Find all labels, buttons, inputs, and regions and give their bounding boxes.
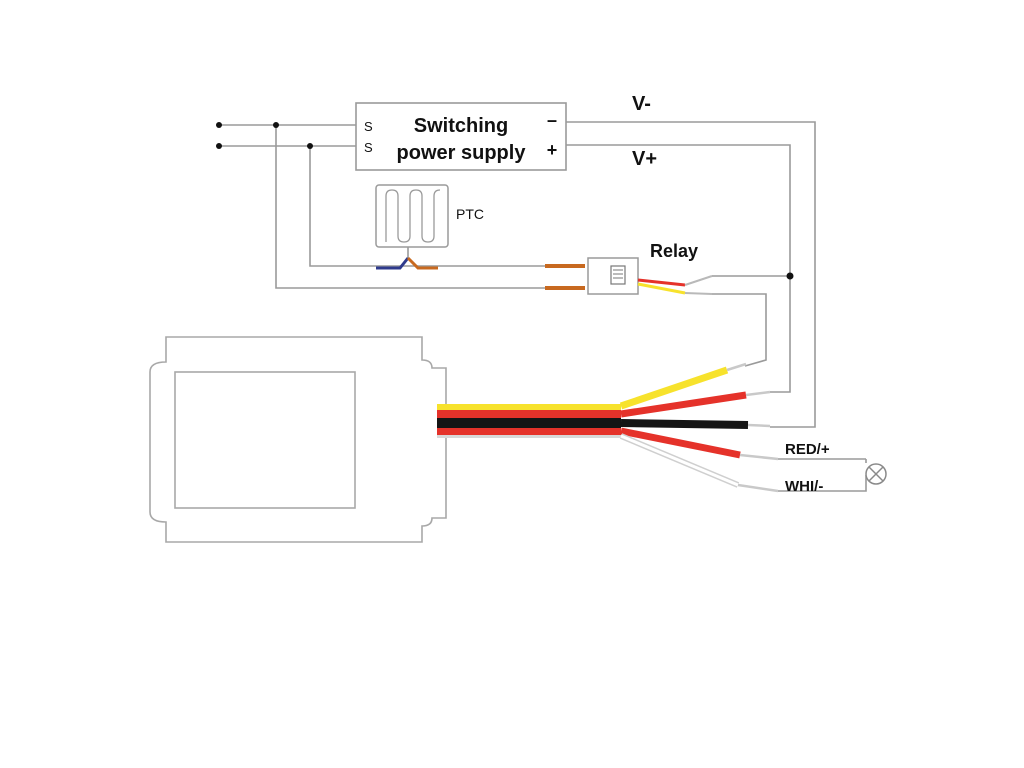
fanned-wires: [619, 362, 779, 493]
minus-terminal: –: [547, 110, 557, 130]
controller-device: [149, 336, 447, 543]
power-supply: S S Switching power supply – +: [355, 102, 567, 171]
ptc-heater-icon: [375, 184, 449, 270]
red-plus-label: RED/+: [785, 441, 830, 458]
relay-coil-icon: [545, 257, 713, 295]
power-supply-title-line2: power supply: [397, 142, 527, 164]
ac-symbol-top: S: [364, 119, 373, 134]
circuit-wires: [219, 121, 867, 492]
power-supply-title-line1: Switching: [414, 115, 508, 137]
junction-dots: [216, 122, 794, 280]
v-plus-label: V+: [632, 148, 657, 170]
ribbon-cable: [437, 404, 621, 438]
v-minus-label: V-: [632, 93, 651, 115]
relay-label: Relay: [650, 241, 698, 261]
plus-terminal: +: [547, 140, 558, 160]
ptc-label: PTC: [456, 206, 484, 222]
whi-minus-label: WHI/-: [785, 478, 823, 495]
lamp-cross-icon: [865, 463, 887, 485]
ac-symbol-bottom: S: [364, 140, 373, 155]
